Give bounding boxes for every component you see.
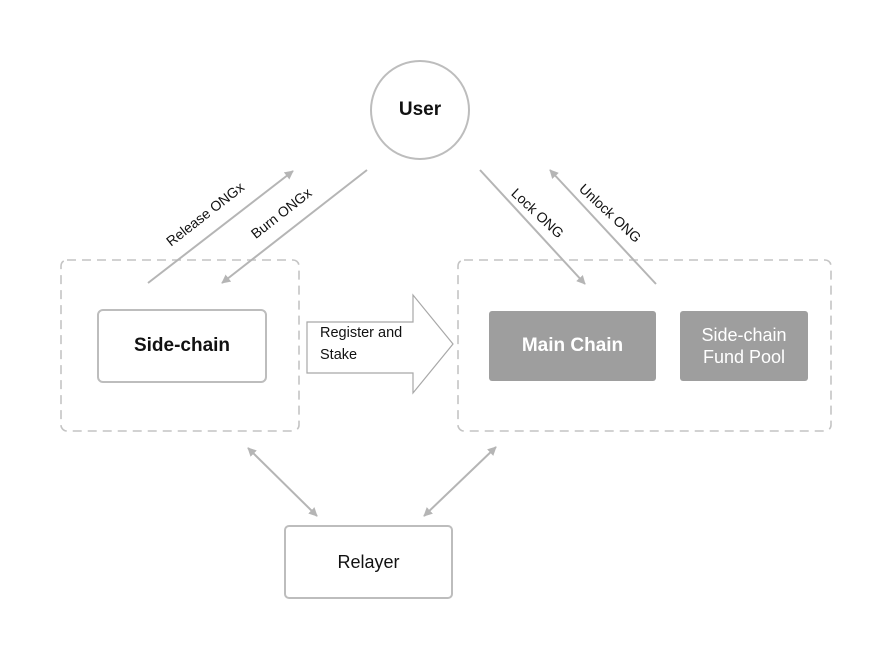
relayer-node <box>284 525 453 599</box>
register-stake-arrow <box>306 293 454 395</box>
mainchain-node <box>489 311 656 381</box>
release-ongx-arrow <box>147 170 294 284</box>
relayer-label: Relayer <box>337 551 400 572</box>
sidechain-label: Side-chain <box>133 335 231 357</box>
mainchain-group-container <box>457 259 832 432</box>
fundpool-node <box>680 311 808 381</box>
sidechain-node <box>97 309 267 383</box>
user-label: User <box>398 99 442 121</box>
register-stake-label: Register and Stake <box>320 325 403 363</box>
fundpool-label: Side-chain Fund Pool <box>701 324 787 368</box>
unlock-ong-arrow <box>549 169 657 285</box>
relayer-sidechain-arrow <box>247 447 318 517</box>
burn-ongx-arrow <box>221 169 368 284</box>
relayer-mainchain-arrow <box>423 446 497 517</box>
mainchain-label: Main Chain <box>521 335 624 357</box>
sidechain-group-container <box>60 259 300 432</box>
user-node <box>370 60 470 160</box>
lock-ong-arrow <box>479 169 586 285</box>
